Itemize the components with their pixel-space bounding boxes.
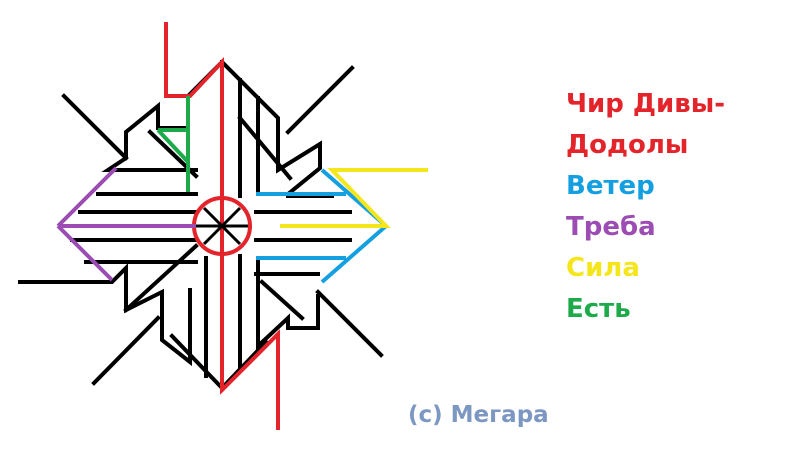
center-spokes <box>196 206 248 246</box>
author-credit: (c) Мегара <box>408 402 549 428</box>
legend-dodoly: Додолы <box>566 130 689 160</box>
legend-est: Есть <box>566 294 631 324</box>
legend-treba: Треба <box>566 212 656 242</box>
purple-treba-lines <box>56 166 196 282</box>
legend: Чир Дивы- Додолы Ветер Треба Сила Есть <box>566 84 725 330</box>
legend-veter: Ветер <box>566 171 655 201</box>
legend-sila: Сила <box>566 253 640 283</box>
legend-chir-divy: Чир Дивы- <box>566 89 726 119</box>
green-est-lines <box>156 96 190 192</box>
yellow-sila-lines <box>280 168 428 228</box>
